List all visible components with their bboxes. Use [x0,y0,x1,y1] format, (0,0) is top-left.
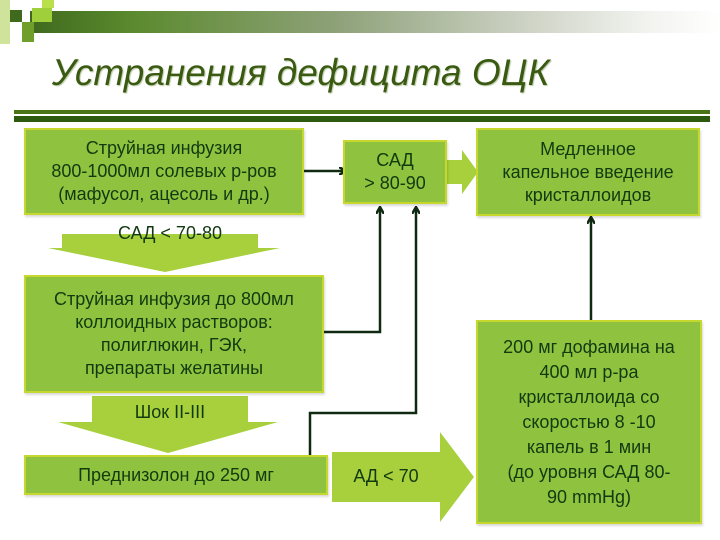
arrow-right-ad-low [332,432,474,522]
logo-square-4 [42,0,54,8]
header-gradient-bar [30,11,720,33]
logo-square-2 [10,10,22,22]
node-sad-above-80-90: САД > 80-90 [343,140,447,204]
node-jet-colloid-infusion: Струйная инфузия до 800мл коллоидных рас… [24,275,324,393]
arrow-down-shock [58,396,278,453]
title-divider-thick [14,116,710,122]
arrow-down-sad-low [48,234,280,272]
label-ad-below-70: АД < 70 [353,466,419,486]
logo-square-3 [32,8,52,22]
node-dopamine-infusion: 200 мг дофамина на 400 мл р-ра кристалло… [476,320,702,524]
arrow-right-to-slow-drip [446,150,478,194]
node-jet-saline-infusion: Струйная инфузия 800-1000мл солевых р-ро… [24,128,304,215]
logo-square-5 [22,22,34,42]
title-divider-thin [14,110,710,114]
logo-square-1 [0,0,10,44]
connector-prednisolone-to-sad [308,208,416,458]
node-slow-drip-crystalloids: Медленное капельное введение кристаллоид… [476,128,700,216]
node-prednisolone: Преднизолон до 250 мг [24,455,328,495]
slide-title: Устранения дефицита ОЦК [52,52,550,93]
connector-colloid-to-sad [320,208,380,334]
label-sad-below-70-80: САД < 70-80 [118,223,222,243]
label-shock-2-3: Шок II-III [134,402,206,422]
